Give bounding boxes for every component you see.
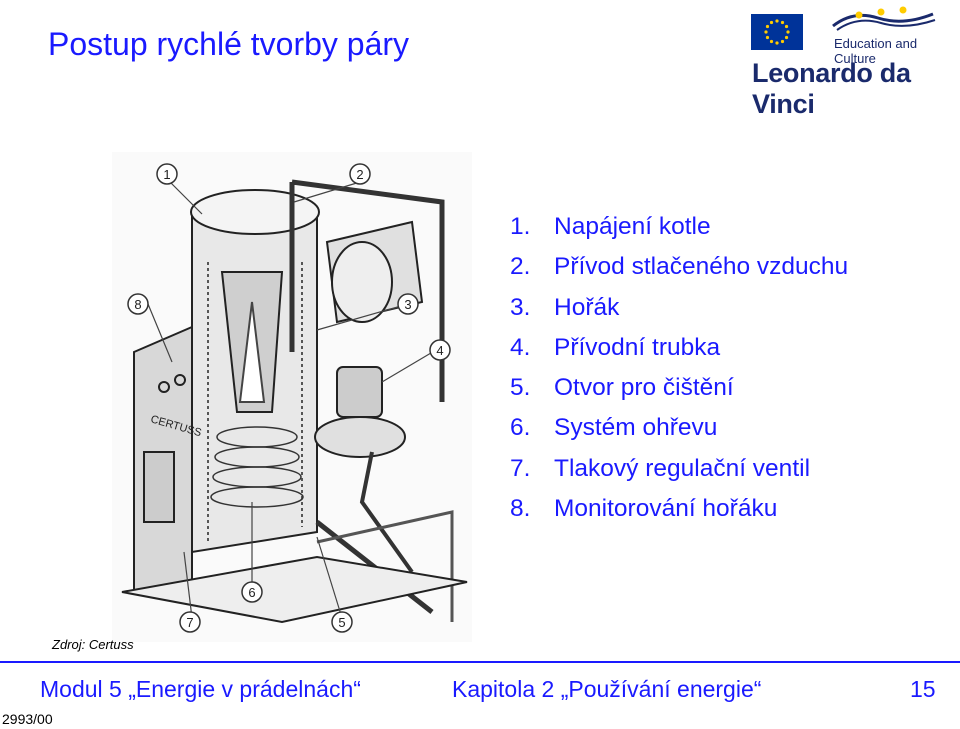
diagram-label-1: 1 (163, 167, 170, 182)
part-number: 6. (510, 414, 531, 442)
eu-star-icon (769, 39, 774, 44)
eu-star-icon (784, 24, 789, 29)
part-number: 7. (510, 454, 531, 482)
source-note: Zdroj: Certuss (52, 637, 134, 652)
part-label: Systém ohřevu (554, 414, 718, 442)
steam-boiler-illustration: 1 2 3 4 5 6 7 8 CERTUSS (112, 152, 472, 642)
part-number: 3. (510, 293, 531, 321)
eu-star-icon (775, 41, 779, 45)
diagram-label-6: 6 (248, 585, 255, 600)
part-label: Napájení kotle (554, 213, 711, 240)
parts-list: 1. Napájení kotle 2. Přívod stlačeného vzdu… (510, 207, 848, 529)
part-item: 5. Otvor pro čištění (510, 368, 848, 408)
slide-title: Postup rychlé tvorby páry (48, 26, 410, 62)
diagram-label-5: 5 (338, 615, 345, 630)
part-item: 4. Přívodní trubka (510, 328, 848, 368)
part-number: 4. (510, 333, 531, 361)
part-label: Otvor pro čištění (554, 374, 734, 402)
part-label: Přívodní trubka (554, 333, 721, 361)
eu-star-icon (780, 39, 785, 44)
part-label: Hořák (554, 293, 620, 321)
footer-divider (0, 661, 960, 663)
diagram-label-8: 8 (134, 297, 141, 312)
part-item: 8. Monitorování hořáku (510, 489, 848, 529)
diagram-label-3: 3 (404, 297, 411, 312)
part-item: 1. Napájení kotle (510, 207, 848, 247)
eu-star-icon (780, 20, 785, 25)
eu-star-icon (764, 30, 768, 34)
footer-module: Modul 5 „Energie v prádelnách“ (40, 676, 361, 702)
part-label: Přívod stlačeného vzduchu (554, 253, 849, 281)
eu-star-icon (786, 30, 790, 34)
leonardo-da-vinci-logo: Leonardo da Vinci (752, 58, 911, 119)
diagram-label-7: 7 (186, 615, 193, 630)
diagram-label-2: 2 (356, 167, 363, 182)
part-number: 8. (510, 495, 531, 523)
part-label: Monitorování hořáku (554, 495, 778, 523)
part-item: 7. Tlakový regulační ventil (510, 449, 848, 489)
page-number: 15 (910, 676, 936, 702)
document-code: 2993/00 (2, 711, 53, 727)
eu-star-icon (765, 35, 770, 40)
part-number: 5. (510, 374, 531, 402)
education-culture-text: Education and Culture (834, 36, 918, 66)
part-item: 2. Přívod stlačeného vzduchu (510, 247, 848, 287)
eu-star-icon (775, 19, 779, 23)
eu-star-icon (784, 35, 789, 40)
footer-chapter: Kapitola 2 „Používání energie“ (452, 676, 762, 702)
part-number: 1. (510, 213, 531, 240)
eu-flag-icon (751, 14, 803, 50)
education-culture-logo-icon (832, 6, 936, 31)
part-item: 3. Hořák (510, 288, 848, 328)
part-label: Tlakový regulační ventil (554, 454, 811, 482)
eu-star-icon (769, 20, 774, 25)
part-number: 2. (510, 253, 531, 281)
diagram-label-4: 4 (436, 343, 443, 358)
eu-star-icon (765, 24, 770, 29)
part-item: 6. Systém ohřevu (510, 408, 848, 448)
